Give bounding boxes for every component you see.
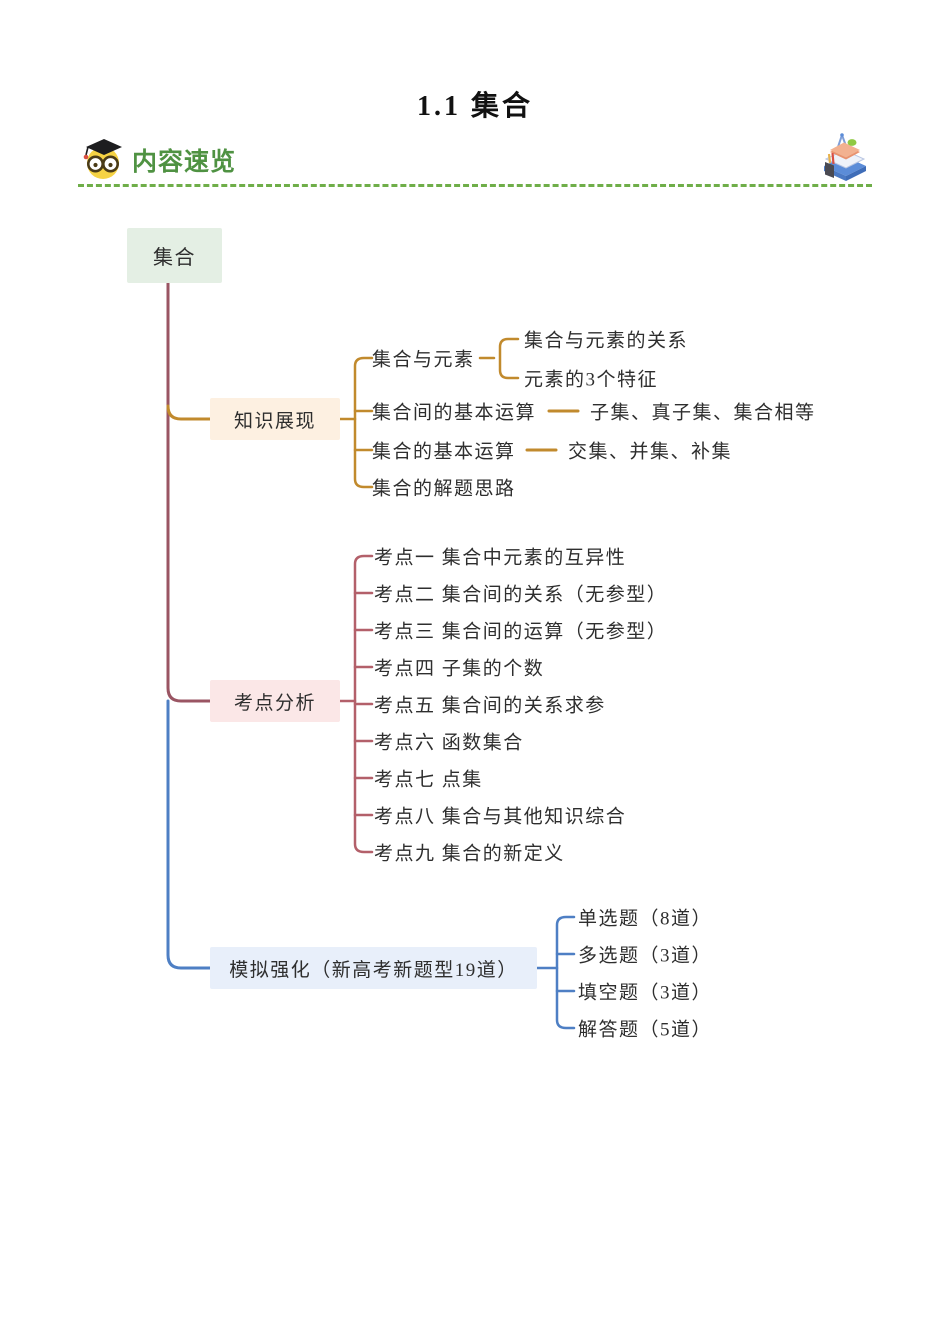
exam-point-1: 考点一 集合中元素的互异性 — [374, 547, 627, 569]
practice-single-choice: 单选题（8道） — [578, 908, 713, 930]
exam-point-7: 考点七 点集 — [374, 769, 483, 791]
knowledge-item-elements: 集合与元素 — [372, 349, 475, 371]
books-stack-icon — [824, 133, 866, 181]
mindmap-root-node: 集合 — [127, 228, 222, 283]
knowledge-item-set-relations: 集合间的基本运算 — [372, 402, 537, 424]
page-title: 1.1 集合 — [416, 91, 533, 122]
content-overview-label: 内容速览 — [132, 148, 237, 176]
exam-point-2: 考点二 集合间的关系（无参型） — [374, 584, 668, 606]
exam-point-5: 考点五 集合间的关系求参 — [374, 695, 606, 717]
exam-point-6: 考点六 函数集合 — [374, 732, 524, 754]
knowledge-subitem-element-features: 元素的3个特征 — [524, 369, 659, 391]
exam-point-3: 考点三 集合间的运算（无参型） — [374, 621, 668, 643]
practice-free-response: 解答题（5道） — [578, 1019, 713, 1041]
exam-point-8: 考点八 集合与其他知识综合 — [374, 806, 627, 828]
exam-point-4: 考点四 子集的个数 — [374, 658, 545, 680]
owl-graduate-icon — [83, 139, 122, 179]
practice-multi-choice: 多选题（3道） — [578, 945, 713, 967]
branch-knowledge-node: 知识展现 — [210, 398, 340, 440]
branch-practice-node: 模拟强化（新高考新题型19道） — [210, 947, 537, 989]
practice-fill-blank: 填空题（3道） — [578, 982, 713, 1004]
exam-point-9: 考点九 集合的新定义 — [374, 843, 565, 865]
knowledge-subitem-operation-types: 交集、并集、补集 — [568, 441, 733, 463]
knowledge-item-solving-ideas: 集合的解题思路 — [372, 478, 516, 500]
knowledge-item-set-operations: 集合的基本运算 — [372, 441, 516, 463]
content-overview-header: 内容速览 — [78, 132, 872, 187]
knowledge-subitem-subset-types: 子集、真子集、集合相等 — [590, 402, 816, 424]
knowledge-subitem-element-relation: 集合与元素的关系 — [524, 330, 689, 352]
branch-exam-points-node: 考点分析 — [210, 680, 340, 722]
